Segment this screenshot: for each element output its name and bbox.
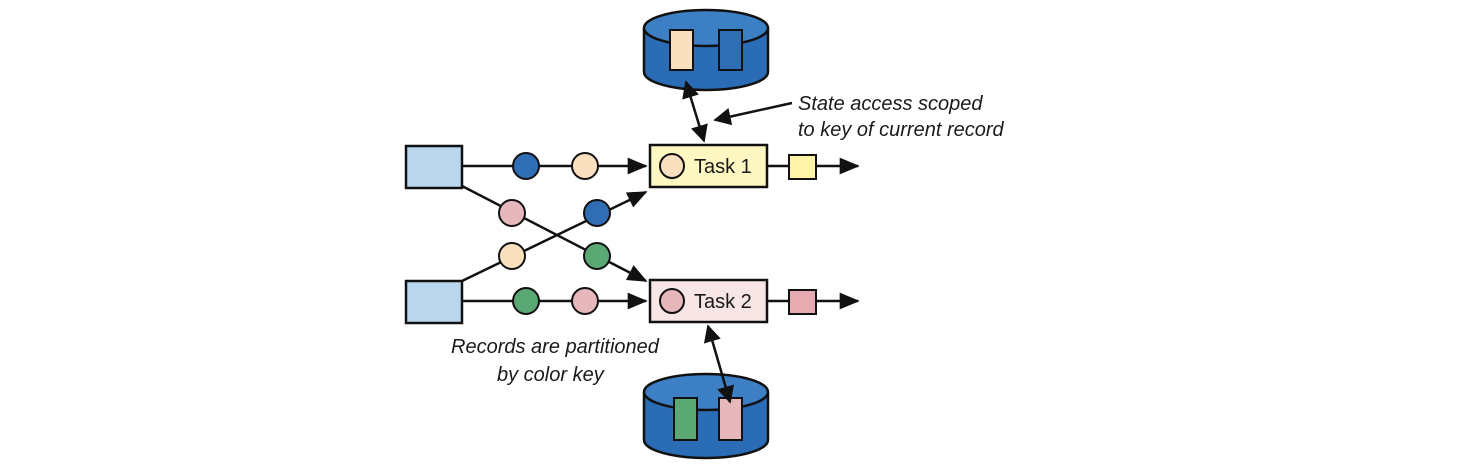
task-1: Task 1 [648, 143, 769, 189]
record-pink [498, 199, 526, 227]
annotation-state-access-line1: State access scoped [798, 93, 983, 115]
edge-source2-task1 [461, 190, 648, 283]
annotation-state-access-line2: to key of current record [798, 119, 1005, 141]
edge-source1-task2 [461, 184, 648, 283]
record-blue [512, 152, 540, 180]
task-1-label: Task 1 [694, 156, 752, 178]
record-green [583, 242, 611, 270]
annotation-partition-line2: by color key [497, 364, 605, 386]
source-partition-2 [404, 279, 464, 325]
annotation-pointer [713, 101, 793, 126]
state-access-arrow-task-2 [703, 324, 735, 404]
task-2-label: Task 2 [694, 291, 752, 313]
record-blue [583, 199, 611, 227]
state-store-task-2 [642, 372, 770, 460]
task-2-current-record [659, 288, 685, 314]
state-entry-green [673, 397, 698, 441]
output-record-1 [788, 154, 817, 180]
record-peach [498, 242, 526, 270]
task-1-current-record [659, 153, 685, 179]
source-partition-1 [404, 144, 464, 190]
state-store-task-1 [642, 8, 770, 92]
state-entry-pink [718, 397, 743, 441]
task-2: Task 2 [648, 278, 769, 324]
record-green [512, 287, 540, 315]
record-peach [571, 152, 599, 180]
state-entry-blue [718, 29, 743, 71]
record-pink [571, 287, 599, 315]
state-access-arrow-task-1 [682, 80, 708, 143]
connection-lines [461, 157, 860, 310]
output-record-2 [788, 289, 817, 315]
state-entry-peach [669, 29, 694, 71]
annotation-partition-line1: Records are partitioned [451, 336, 660, 358]
